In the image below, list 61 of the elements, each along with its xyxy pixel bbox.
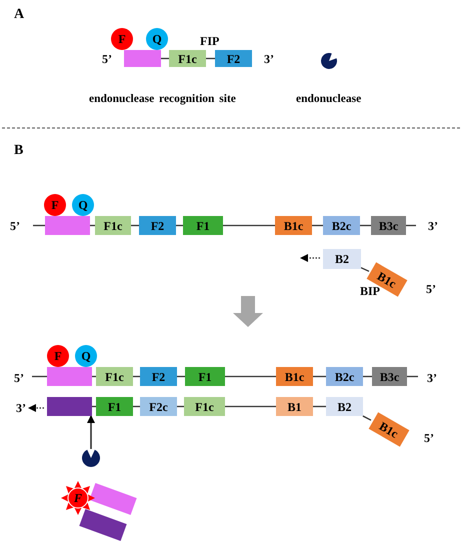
recognition-site-box	[47, 367, 92, 386]
primer-segment: B2	[323, 249, 361, 269]
strand-label: 5’	[10, 220, 20, 232]
primer-segment: F2	[215, 50, 252, 67]
primer-segment: F1c	[169, 50, 206, 67]
sequence-segment: F1	[185, 367, 225, 386]
connector-line	[225, 376, 276, 378]
caption-text: endonuclease recognition site	[89, 94, 236, 106]
strand-label: 5’	[102, 53, 112, 65]
recognition-site-box	[45, 216, 90, 235]
sequence-segment: B2c	[323, 216, 360, 235]
fluorophore-circle: F	[111, 28, 133, 50]
connector-line	[32, 376, 47, 378]
strand-label: 3’	[16, 402, 26, 414]
quencher-circle: Q	[72, 194, 94, 216]
recognition-site-box	[124, 50, 161, 67]
panel-letter: A	[14, 8, 24, 22]
connector-line	[223, 224, 275, 226]
strand-label: FIP	[200, 35, 220, 47]
sequence-segment: B3c	[372, 367, 407, 386]
sequence-segment: F2c	[140, 397, 177, 416]
connector-line	[313, 406, 326, 408]
sequence-segment: B1c	[275, 216, 312, 235]
sequence-segment: B1c	[368, 412, 410, 447]
sequence-segment: B1c	[276, 367, 313, 386]
caption-text: endonuclease	[296, 94, 362, 106]
connector-line	[360, 224, 371, 226]
connector-line	[360, 267, 370, 272]
sequence-segment: F1c	[95, 216, 131, 235]
connector-line	[33, 224, 45, 226]
connector-line	[312, 224, 323, 226]
sequence-segment: F2	[140, 367, 177, 386]
sequence-segment: B3c	[371, 216, 406, 235]
endonuclease-shape	[321, 53, 337, 69]
fluorophore-circle: F	[47, 345, 69, 367]
sequence-segment: F1	[96, 397, 133, 416]
sequence-segment: F1	[183, 216, 223, 235]
panel-letter: B	[14, 144, 24, 158]
strand-label: 5’	[426, 283, 436, 295]
sequence-segment: F1c	[184, 397, 225, 416]
recognition-site-box	[47, 397, 92, 416]
sequence-segment: F1c	[96, 367, 133, 386]
connector-line	[406, 224, 416, 226]
endonuclease-shape	[82, 449, 100, 467]
connector-line	[313, 376, 326, 378]
quencher-circle: Q	[146, 28, 168, 50]
strand-label: 5’	[14, 372, 24, 384]
sequence-segment: B1	[276, 397, 313, 416]
quencher-circle: Q	[75, 345, 97, 367]
sequence-segment: B2	[326, 397, 363, 416]
arrow	[87, 415, 95, 449]
connector-line	[225, 406, 276, 408]
fluorophore-circle: F	[44, 194, 66, 216]
strand-label: 3’	[264, 53, 274, 65]
sequence-segment: F2	[139, 216, 176, 235]
sequence-segment: B2c	[326, 367, 363, 386]
strand-label: 3’	[427, 372, 437, 384]
connector-line	[407, 376, 418, 378]
strand-label: 3’	[428, 220, 438, 232]
strand-label: 5’	[424, 432, 434, 444]
connector-line	[362, 415, 372, 421]
